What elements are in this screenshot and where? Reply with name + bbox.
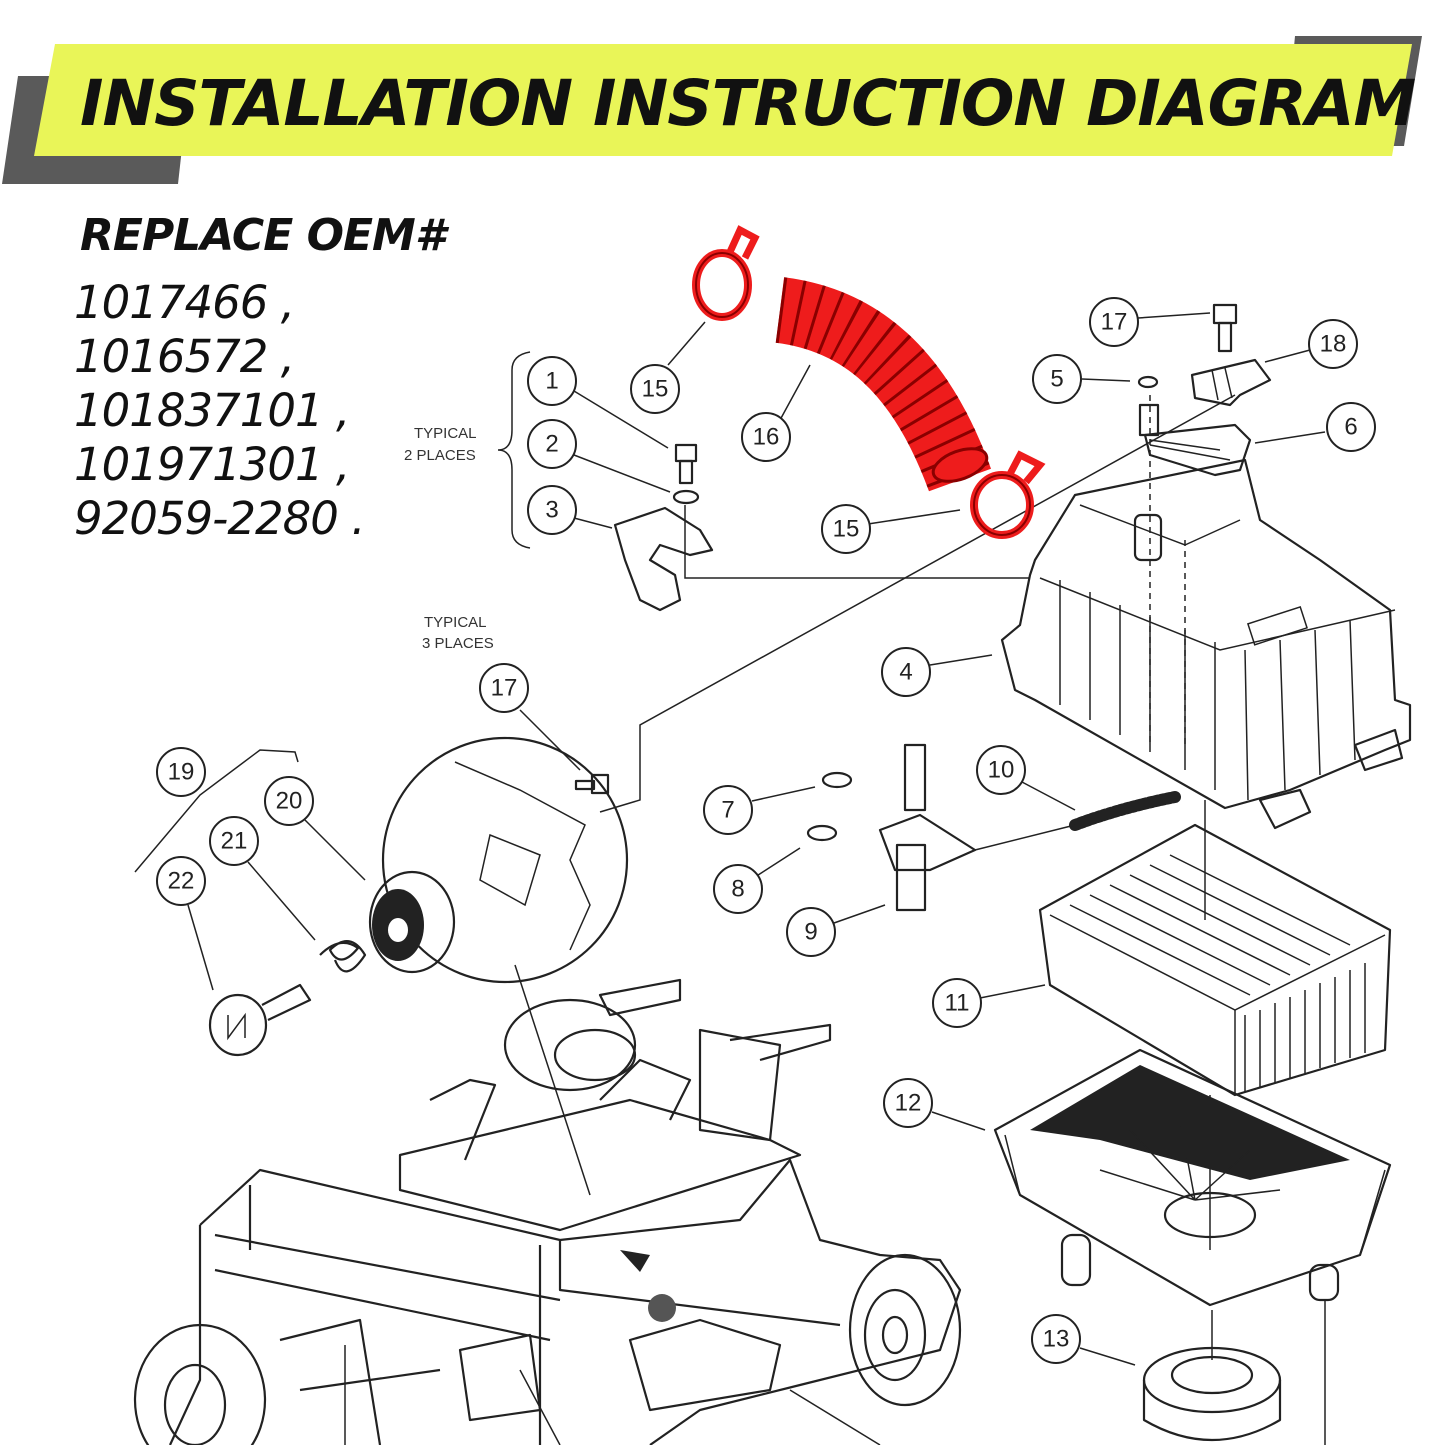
callout-5: 5 <box>1032 354 1082 404</box>
callout-2: 2 <box>527 419 577 469</box>
air-intake-hose <box>775 277 992 492</box>
svg-text:20: 20 <box>276 788 303 815</box>
svg-text:11: 11 <box>945 990 970 1017</box>
svg-text:21: 21 <box>221 828 248 855</box>
svg-text:4: 4 <box>899 659 912 686</box>
bolt-17-lower <box>574 773 610 795</box>
banner-title: INSTALLATION INSTRUCTION DIAGRAM <box>80 67 1416 140</box>
svg-text:5: 5 <box>1050 366 1063 393</box>
callout-19: 19 <box>156 747 206 797</box>
svg-text:19: 19 <box>168 759 195 786</box>
washer-8 <box>806 824 838 842</box>
washer-top <box>1137 375 1160 437</box>
callout-21: 21 <box>209 816 259 866</box>
washer-7 <box>821 771 853 789</box>
bracket-knob-group <box>134 749 299 873</box>
svg-text:7: 7 <box>721 797 734 824</box>
callout-22: 22 <box>156 856 206 906</box>
oem-number: 1017466 , <box>74 276 295 329</box>
golf-cart <box>133 978 962 1445</box>
banner-background <box>34 44 1412 156</box>
svg-text:1: 1 <box>545 368 558 395</box>
note-typical-3-line2: 3 PLACES <box>422 635 494 652</box>
callout-18: 18 <box>1308 319 1358 369</box>
detail-leader <box>514 964 591 1196</box>
hose-clamp-top <box>692 225 760 321</box>
air-box-base <box>993 1048 1392 1307</box>
guide-line-hose <box>599 394 1236 813</box>
note-typical-3-line1: TYPICAL <box>424 614 487 631</box>
callout-7: 7 <box>703 785 753 835</box>
svg-text:17: 17 <box>491 675 518 702</box>
mounting-stud <box>878 743 977 912</box>
bracket-typical-2 <box>497 351 531 549</box>
svg-text:15: 15 <box>642 376 669 403</box>
callout-8: 8 <box>713 864 763 914</box>
svg-text:13: 13 <box>1043 1326 1070 1353</box>
oem-number-list: 1017466 , 1016572 , 101837101 , 10197130… <box>74 276 366 546</box>
air-box-cover <box>1000 458 1412 830</box>
title-banner: INSTALLATION INSTRUCTION DIAGRAM <box>0 0 1445 200</box>
svg-text:10: 10 <box>988 757 1015 784</box>
oem-number: 92059-2280 . <box>74 492 366 545</box>
oem-number: 101837101 , <box>74 384 350 437</box>
note-typical-2-line1: TYPICAL <box>414 425 477 442</box>
mounting-bracket <box>613 506 714 612</box>
svg-text:18: 18 <box>1320 331 1347 358</box>
banner-shape <box>2 36 1422 184</box>
spring-10 <box>974 791 1181 851</box>
svg-text:3: 3 <box>545 497 558 524</box>
latch-bracket <box>1143 423 1252 477</box>
callout-20: 20 <box>264 776 314 826</box>
neutral-knob-22 <box>208 983 312 1057</box>
svg-text:22: 22 <box>168 868 195 895</box>
callout-1: 1 <box>527 356 577 406</box>
callout-16: 16 <box>741 412 791 462</box>
svg-text:17: 17 <box>1101 309 1128 336</box>
callout-9: 9 <box>786 907 836 957</box>
callout-17-lower: 17 <box>479 663 529 713</box>
callout-10: 10 <box>976 745 1026 795</box>
latch-clip <box>1190 358 1272 407</box>
svg-text:9: 9 <box>804 919 817 946</box>
oem-number: 101971301 , <box>74 438 350 491</box>
mounting-bolt <box>672 443 700 505</box>
callout-13: 13 <box>1031 1314 1081 1364</box>
svg-text:15: 15 <box>833 516 860 543</box>
air-filter <box>1038 823 1392 1097</box>
hose-clamp-bottom <box>970 450 1046 539</box>
callout-leaders <box>187 312 1326 1366</box>
spring-21 <box>319 940 367 973</box>
detail-arrow <box>620 1250 650 1272</box>
detail-view <box>381 736 629 984</box>
callout-17-top: 17 <box>1089 297 1139 347</box>
seal-ring <box>1142 1346 1282 1441</box>
callout-15-top: 15 <box>630 364 680 414</box>
callout-4: 4 <box>881 647 931 697</box>
callout-12: 12 <box>883 1078 933 1128</box>
note-typical-2-line2: 2 PLACES <box>404 447 476 464</box>
oem-heading: REPLACE OEM# <box>80 210 445 261</box>
svg-text:2: 2 <box>545 431 558 458</box>
callout-15-bottom: 15 <box>821 504 871 554</box>
callout-6: 6 <box>1326 402 1376 452</box>
oem-number: 1016572 , <box>74 330 295 383</box>
bolt-top <box>1212 303 1238 353</box>
svg-text:6: 6 <box>1344 414 1357 441</box>
callout-3: 3 <box>527 485 577 535</box>
svg-text:8: 8 <box>731 876 744 903</box>
svg-text:16: 16 <box>753 424 780 451</box>
svg-text:12: 12 <box>895 1090 922 1117</box>
knob-20 <box>368 870 456 974</box>
guide-line-bracket <box>684 505 1030 579</box>
callout-11: 11 <box>932 978 982 1028</box>
